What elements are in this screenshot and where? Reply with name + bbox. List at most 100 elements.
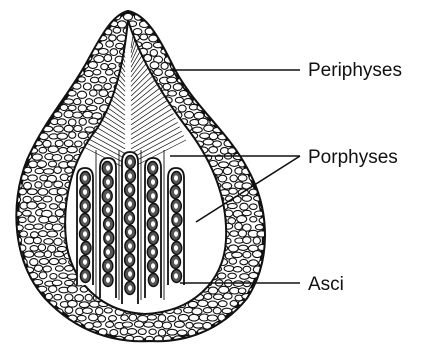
wall-cell	[220, 21, 228, 27]
wall-cell	[48, 216, 57, 223]
wall-cell	[55, 266, 63, 271]
wall-cell	[24, 126, 34, 133]
wall-cell	[144, 14, 154, 21]
ascospore-highlight	[174, 245, 178, 251]
ascospore-highlight	[174, 175, 178, 181]
wall-cell	[202, 336, 211, 342]
wall-cell	[192, 337, 202, 343]
wall-cell	[20, 78, 28, 84]
wall-cell	[163, 14, 173, 21]
wall-cell	[85, 127, 94, 132]
wall-cell	[8, 330, 16, 336]
wall-cell	[29, 161, 38, 168]
wall-cell	[208, 301, 218, 308]
wall-cell	[265, 27, 273, 34]
wall-cell	[175, 97, 183, 103]
wall-cell	[32, 26, 42, 33]
wall-cell	[89, 36, 96, 41]
ascospore-highlight	[128, 257, 132, 263]
wall-cell	[174, 15, 183, 22]
wall-cell	[8, 176, 18, 182]
wall-cell	[188, 7, 198, 14]
wall-cell	[23, 335, 32, 342]
wall-cell	[4, 210, 13, 216]
wall-cell	[67, 286, 77, 293]
wall-cell	[204, 28, 211, 34]
wall-cell	[160, 21, 168, 27]
wall-cell	[199, 62, 209, 69]
wall-cell	[249, 35, 257, 40]
wall-cell	[233, 84, 242, 90]
wall-cell	[18, 92, 26, 98]
ascospore-highlight	[151, 221, 155, 227]
wall-cell	[203, 308, 211, 313]
wall-cell	[209, 6, 217, 12]
wall-cell	[238, 288, 246, 294]
wall-cell	[214, 83, 222, 89]
wall-cell	[3, 281, 12, 286]
wall-cell	[25, 280, 32, 287]
wall-cell	[222, 56, 231, 61]
wall-cell	[249, 314, 257, 321]
wall-cell	[233, 139, 241, 145]
wall-cell	[249, 302, 257, 307]
wall-cell	[245, 42, 255, 47]
wall-cell	[213, 55, 221, 61]
wall-cell	[65, 57, 72, 63]
wall-cell	[43, 336, 50, 342]
wall-cell	[168, 91, 177, 96]
wall-cell	[23, 15, 33, 20]
wall-cell	[259, 161, 267, 168]
wall-cell	[36, 337, 44, 342]
wall-cell	[224, 28, 231, 35]
wall-cell	[162, 322, 171, 329]
wall-cell	[258, 119, 266, 126]
wall-cell	[94, 337, 103, 343]
wall-cell	[240, 134, 248, 140]
wall-cell	[172, 56, 182, 61]
wall-cell	[33, 57, 43, 62]
wall-cell	[186, 322, 193, 328]
wall-cell	[269, 22, 278, 27]
wall-cell	[242, 335, 251, 342]
wall-cell	[224, 13, 233, 19]
wall-cell	[95, 14, 103, 20]
wall-cell	[238, 175, 247, 182]
ascospore-highlight	[83, 175, 87, 181]
wall-cell	[168, 316, 176, 322]
wall-cell	[10, 259, 18, 265]
wall-cell	[108, 63, 116, 68]
ascospore-highlight	[106, 263, 110, 269]
wall-cell	[179, 34, 187, 41]
wall-cell	[4, 181, 14, 188]
wall-cell	[64, 99, 74, 104]
wall-cell	[109, 6, 116, 13]
wall-cell	[255, 225, 263, 230]
wall-cell	[229, 133, 236, 140]
wall-cell	[237, 36, 247, 41]
wall-cell	[263, 308, 270, 315]
wall-cell	[49, 258, 58, 264]
wall-cell	[218, 301, 227, 307]
wall-cell	[35, 252, 45, 257]
wall-cell	[218, 49, 226, 55]
wall-cell	[64, 336, 74, 342]
wall-cell	[249, 62, 257, 69]
wall-cell	[260, 77, 268, 82]
wall-cell	[85, 294, 92, 301]
wall-cell	[65, 280, 74, 285]
wall-cell	[18, 217, 26, 222]
wall-cell	[212, 98, 222, 103]
wall-cell	[55, 323, 62, 329]
wall-cell	[253, 140, 261, 146]
wall-cell	[226, 322, 234, 329]
wall-cell	[268, 63, 278, 69]
wall-cell	[249, 49, 257, 56]
wall-cell	[253, 237, 260, 244]
wall-cell	[49, 6, 58, 12]
wall-cell	[104, 83, 112, 89]
ascospore-highlight	[106, 235, 110, 241]
wall-cell	[34, 98, 43, 104]
wall-cell	[101, 64, 108, 70]
wall-cell	[45, 99, 53, 104]
